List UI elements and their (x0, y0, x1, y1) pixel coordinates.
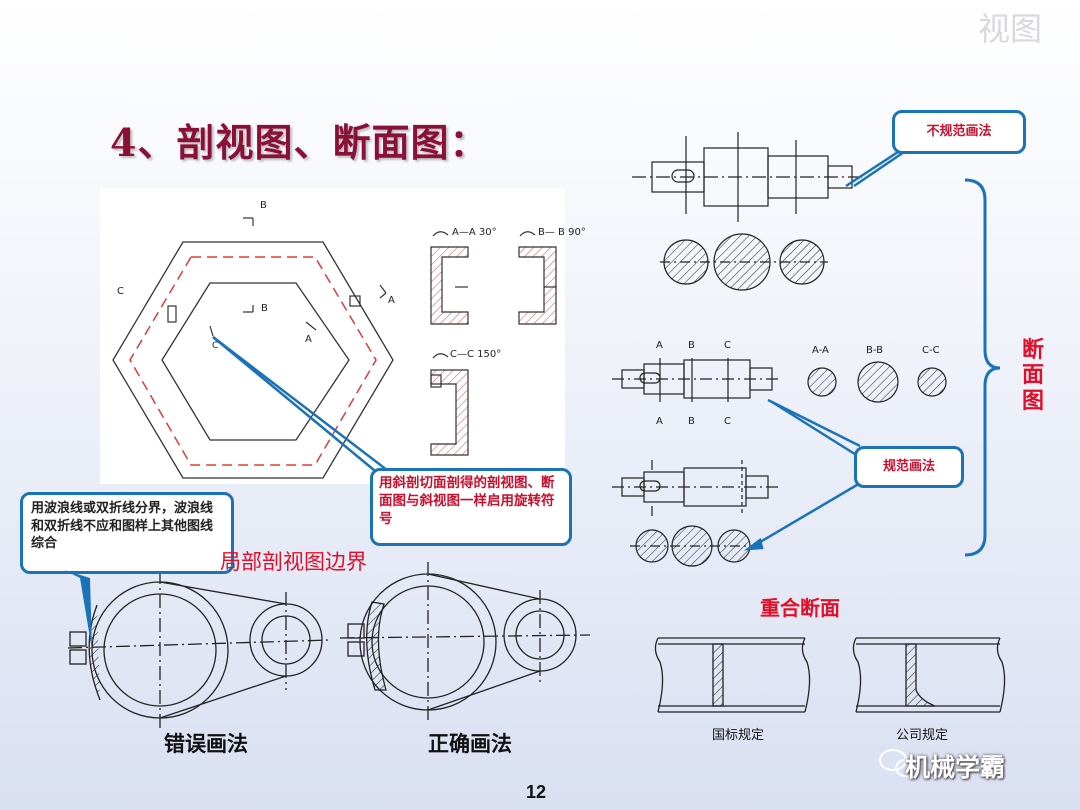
shaft-label-a-top: A (656, 340, 663, 351)
coincident-gb (654, 637, 811, 713)
shaft-label-c-bottom: C (724, 416, 731, 427)
label-gb-rule: 国标规定 (712, 728, 765, 743)
shaft-nonstandard (632, 132, 866, 222)
hexagon-marks (167, 217, 387, 337)
rotation-arrows (432, 231, 536, 359)
hex-label-b-mid: B (261, 303, 268, 314)
hex-label-c-left: C (117, 286, 124, 297)
callout-oblique-section: 用斜剖切面剖得的剖视图、断面图与斜视图一样启用旋转符号 (370, 468, 572, 546)
shaft-label-c-top: C (724, 340, 731, 351)
shaft-standard-2 (612, 460, 778, 516)
section-circles-row3 (630, 525, 756, 567)
hexagon-outer (112, 241, 394, 479)
wechat-icon (879, 749, 917, 777)
rotation-label-cc: C—C 150° (450, 349, 502, 360)
label-partial-boundary: 局部剖视图边界 (220, 550, 367, 574)
section-cc-rotated (430, 369, 469, 456)
wrong-drawing (67, 570, 331, 730)
label-coincident-section: 重合断面 (760, 596, 840, 620)
section-title-aa: A-A (812, 345, 829, 356)
callout-standard: 规范画法 (854, 446, 964, 488)
section-title-bb: B-B (866, 345, 883, 356)
hex-label-a-mid: A (305, 334, 312, 345)
rotation-label-aa: A—A 30° (452, 227, 497, 238)
oblique-leader-lines (212, 336, 401, 481)
shaft-label-b-top: B (688, 340, 695, 351)
page-number: 12 (526, 782, 547, 802)
label-correct: 正确画法 (428, 731, 512, 756)
hexagon-dashed-red (129, 256, 377, 466)
hex-label-c-mid: C (212, 341, 218, 351)
label-section-view: 断面图 (1022, 337, 1045, 414)
rotation-label-bb: B— B 90° (538, 227, 586, 238)
correct-drawing (339, 562, 591, 722)
callout-wave-boundary: 用波浪线或双折线分界，波浪线和双折线不应和图样上其他图线综合 (20, 492, 234, 574)
shaft-label-a-bottom: A (656, 416, 663, 427)
watermark-title: 视图 (978, 10, 1043, 48)
label-wrong: 错误画法 (164, 731, 248, 756)
coincident-company (852, 637, 1006, 713)
section-aa-rotated (430, 246, 469, 325)
section-brace (964, 178, 1001, 557)
callout-nonstandard: 不规范画法 (892, 110, 1026, 154)
section-title-cc: C-C (922, 345, 940, 356)
shaft-label-b-bottom: B (688, 416, 695, 427)
hex-label-b-top: B (260, 200, 267, 211)
hex-label-a-right: A (388, 295, 395, 306)
label-company-rule: 公司规定 (896, 728, 949, 743)
section-bb-rotated (518, 246, 557, 325)
section-circles-row1 (660, 233, 828, 291)
shaft-standard-1 (612, 358, 782, 402)
right-leader-lines (743, 150, 905, 551)
section-circles-row2 (807, 361, 947, 403)
slide-title: 4、剖视图、断面图： (110, 120, 489, 165)
brand-watermark: 机械学霸 (905, 753, 1006, 782)
